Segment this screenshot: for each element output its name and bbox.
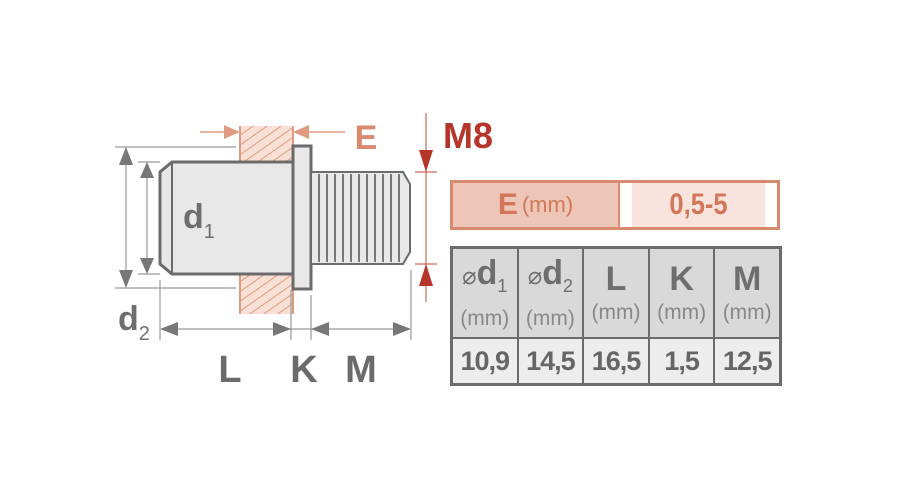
spec-value-cell: 16,5 — [584, 339, 648, 383]
spec-header-symbol: L — [606, 261, 627, 297]
label-E: E — [355, 119, 378, 157]
grip-range-unit: (mm) — [521, 192, 574, 217]
symbol: L — [605, 260, 627, 298]
spec-unit: (mm) — [657, 301, 707, 324]
spec-unit: (mm) — [460, 307, 510, 331]
symbol: M — [733, 260, 762, 298]
spec-value-cell: 14,5 — [518, 339, 583, 383]
spec-header-symbol: ⌀d1 — [462, 255, 507, 304]
label-thread-size: M8 — [443, 115, 493, 156]
label-M: M — [345, 349, 377, 391]
grip-range-label: E — [497, 188, 518, 221]
thread — [310, 171, 411, 265]
rivet-flange — [291, 144, 313, 291]
spec-value-cell: 12,5 — [715, 339, 779, 383]
symbol-subscript: 1 — [497, 275, 508, 296]
grip-range-value: 0,5-5 — [631, 183, 766, 227]
spec-value-cell: 1,5 — [649, 339, 714, 383]
spec-header-symbol: ⌀d2 — [528, 255, 573, 304]
diameter-icon: ⌀ — [527, 262, 543, 290]
grip-range-table: E (mm) 0,5-5 — [450, 180, 780, 230]
label-d2: d2 — [118, 300, 150, 345]
spec-header-cell: L (mm) — [584, 249, 648, 337]
label-d1: d1 — [183, 198, 215, 243]
label-L: L — [218, 349, 241, 391]
spec-header-cell: ⌀d1 (mm) — [453, 249, 517, 337]
rivet-body — [158, 160, 295, 276]
symbol-subscript: 2 — [563, 275, 574, 296]
symbol: d — [542, 253, 563, 292]
spec-value-cell: 10,9 — [453, 339, 517, 383]
symbol: K — [669, 260, 694, 298]
spec-unit: (mm) — [722, 301, 772, 324]
label-K: K — [290, 349, 318, 391]
spec-header-symbol: M — [733, 261, 761, 297]
spec-header-cell: K (mm) — [649, 249, 714, 337]
spec-unit: (mm) — [591, 301, 641, 324]
diameter-icon: ⌀ — [462, 262, 477, 290]
symbol: d — [476, 253, 498, 292]
spec-header-symbol: K — [669, 261, 694, 297]
spec-unit: (mm) — [525, 307, 575, 331]
spec-header-cell: M (mm) — [715, 249, 779, 337]
grip-range-label-cell: E (mm) — [453, 183, 620, 227]
spec-header-cell: ⌀d2 (mm) — [518, 249, 583, 337]
